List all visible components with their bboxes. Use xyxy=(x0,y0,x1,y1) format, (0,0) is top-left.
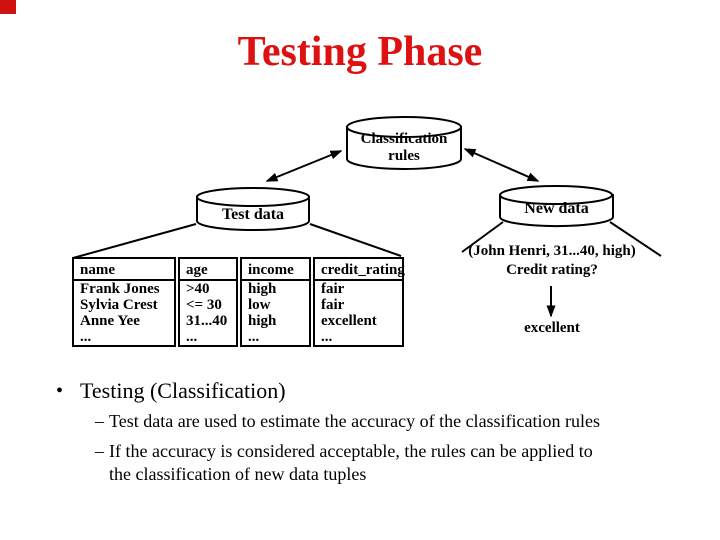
table-cell: excellent xyxy=(321,313,377,329)
table-cell: ... xyxy=(248,329,260,345)
table-cell: ... xyxy=(186,329,198,345)
sub-bullet-1-text: Test data are used to estimate the accur… xyxy=(109,411,601,431)
column-header-age: age xyxy=(180,259,236,281)
table-column-credit-rating: credit_rating fair fair excellent ... xyxy=(313,257,405,347)
table-cell: ... xyxy=(321,329,333,345)
table-cell: Frank Jones xyxy=(80,281,160,297)
table-cell: high xyxy=(248,313,277,329)
column-header-name: name xyxy=(74,259,174,281)
main-bullet-text: Testing (Classification) xyxy=(80,378,286,403)
sub-bullet-2-line2: the classification of new data tuples xyxy=(109,464,367,484)
dash-bullet-icon: – xyxy=(95,441,104,461)
fan-line-test-right xyxy=(309,223,402,257)
test-data-table: name Frank Jones Sylvia Crest Anne Yee .… xyxy=(72,257,405,347)
fan-line-new-left xyxy=(461,221,504,253)
main-bullet: • Testing (Classification) xyxy=(56,378,286,404)
double-arrow-new-classification xyxy=(463,148,540,182)
table-cell: <= 30 xyxy=(186,297,222,313)
test-data-cylinder xyxy=(196,187,310,231)
test-data-label: Test data xyxy=(221,206,285,223)
table-cell: >40 xyxy=(186,281,210,297)
classification-rules-line1: Classification xyxy=(360,131,448,147)
query-answer-text: excellent xyxy=(524,320,580,336)
double-arrow-test-classification xyxy=(265,150,343,182)
classification-rules-label: Classification rules xyxy=(347,131,461,165)
sub-bullet-2-text: If the accuracy is considered acceptable… xyxy=(109,440,689,486)
dash-bullet-icon: – xyxy=(95,411,104,431)
column-header-income: income xyxy=(242,259,309,281)
table-column-age: age >40 <= 30 31...40 ... xyxy=(178,257,238,347)
bullet-dot-icon: • xyxy=(56,380,64,402)
table-cell: high xyxy=(248,281,277,297)
table-cell: ... xyxy=(80,329,92,345)
table-cell: Anne Yee xyxy=(80,313,140,329)
new-data-label: New data xyxy=(524,200,589,217)
slide-corner-mark xyxy=(0,0,16,14)
column-header-credit-rating: credit_rating xyxy=(315,259,405,281)
new-data-cylinder xyxy=(499,185,614,228)
query-question-text: Credit rating? xyxy=(506,262,598,278)
sub-bullet-list: – Test data are used to estimate the acc… xyxy=(95,410,689,493)
classification-rules-cylinder xyxy=(346,116,462,170)
table-cell: fair xyxy=(321,281,345,297)
query-tuple-text: (John Henri, 31...40, high) xyxy=(468,243,636,259)
table-column-income: income high low high ... xyxy=(240,257,311,347)
table-cell: fair xyxy=(321,297,345,313)
sub-bullet-2-line1: If the accuracy is considered acceptable… xyxy=(109,441,593,461)
table-column-name: name Frank Jones Sylvia Crest Anne Yee .… xyxy=(72,257,176,347)
table-cell: 31...40 xyxy=(186,313,228,329)
fan-line-new-right xyxy=(609,221,662,257)
page-title: Testing Phase xyxy=(237,29,483,75)
classification-rules-line2: rules xyxy=(388,148,420,164)
sub-bullet-2: – If the accuracy is considered acceptab… xyxy=(95,440,689,486)
fan-line-test-left xyxy=(72,223,197,259)
table-cell: Sylvia Crest xyxy=(80,297,158,313)
sub-bullet-1: – Test data are used to estimate the acc… xyxy=(95,410,689,433)
table-cell: low xyxy=(248,297,271,313)
